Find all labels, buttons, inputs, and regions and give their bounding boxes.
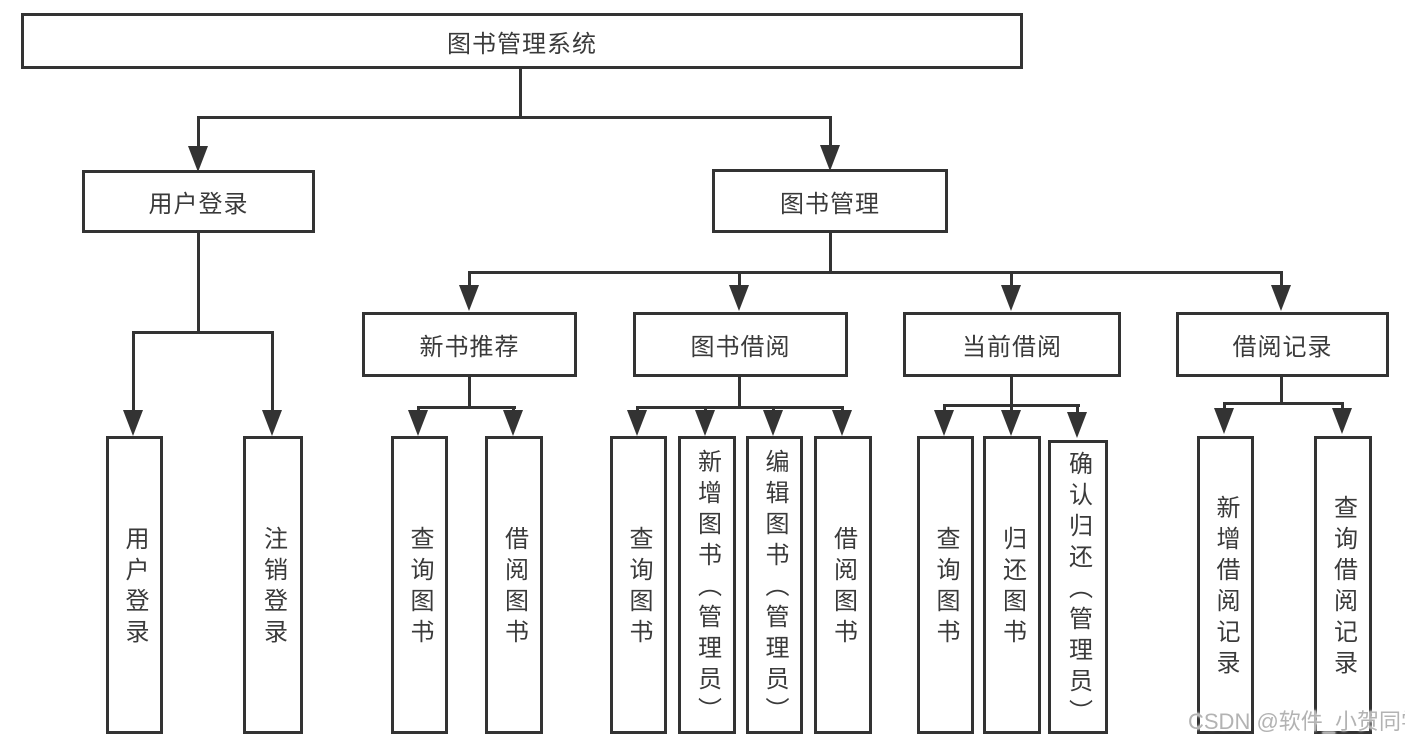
arrowhead-icon [459,285,479,311]
connector-drop-current-borrow [1010,271,1013,286]
node-box-leaf-borrow-book-1: 借阅图书 [485,436,543,734]
arrowhead-icon [1332,408,1352,434]
node-label: 用户登录 [148,191,249,218]
connector-book-borrow-stem [738,377,741,408]
connector-drop-borrow-records [1280,271,1283,286]
node-box-leaf-query-book-1: 查询图书 [391,436,448,734]
node-label: 查询图书 [932,526,959,650]
node-label: 查询借阅记录 [1329,495,1357,681]
node-label: 确认归还（管理员） [1064,450,1092,730]
node-box-leaf-confirm-return-admin: 确认归还（管理员） [1048,440,1108,734]
node-box-book-management: 图书管理 [712,169,948,233]
node-box-leaf-add-book-admin: 新增图书（管理员） [678,436,736,734]
node-box-leaf-user-login: 用户登录 [106,436,163,734]
node-box-leaf-logout: 注销登录 [243,436,303,734]
node-label-root: 图书管理系统 [447,30,597,58]
node-label: 注销登录 [259,526,287,650]
node-box-leaf-edit-book-admin: 编辑图书（管理员） [746,436,803,734]
node-box-leaf-return-book: 归还图书 [983,436,1041,734]
arrowhead-icon [820,145,840,171]
arrowhead-icon [1001,285,1021,311]
node-label: 查询图书 [406,526,433,650]
node-label: 用户登录 [121,526,148,650]
node-box-new-book-recommend: 新书推荐 [362,312,577,377]
csdn-watermark: CSDN @软件_小贺同学 [1188,709,1405,734]
connector-drop-leaf [1341,402,1344,410]
node-box-leaf-query-book-3: 查询图书 [917,436,974,734]
connector-level2-bus [197,116,831,119]
arrowhead-icon [763,410,783,436]
connector-borrow-records-bus [1223,402,1344,405]
arrowhead-icon [729,285,749,311]
connector-book-management-stem [829,233,832,273]
arrowhead-icon [188,146,208,172]
node-box-leaf-query-book-2: 查询图书 [610,436,667,734]
node-box-borrow-records: 借阅记录 [1176,312,1389,377]
connector-drop-leaf [1223,402,1226,410]
arrowhead-icon [123,410,143,436]
arrowhead-icon [1067,412,1087,438]
node-box-leaf-query-borrow-record: 查询借阅记录 [1314,436,1372,734]
arrowhead-icon [262,410,282,436]
arrowhead-icon [1271,285,1291,311]
arrowhead-icon [695,410,715,436]
node-label: 借阅图书 [829,526,857,650]
connector-drop-leaf [271,331,274,411]
node-label: 编辑图书（管理员） [761,448,788,728]
node-box-leaf-borrow-book-2: 借阅图书 [814,436,872,734]
node-box-book-borrow: 图书借阅 [633,312,848,377]
node-label: 新增借阅记录 [1212,495,1239,681]
arrowhead-icon [503,410,523,436]
connector-drop-book-borrow [738,271,741,286]
connector-new-book-stem [468,377,471,408]
node-box-current-borrow: 当前借阅 [903,312,1121,377]
connector-drop-leaf [1076,404,1079,412]
connector-drop-leaf [943,404,946,412]
node-label: 当前借阅 [962,334,1062,361]
node-box-root: 图书管理系统 [21,13,1023,69]
node-box-user-login: 用户登录 [82,170,315,233]
connector-root-stem [519,68,522,117]
node-box-leaf-add-borrow-record: 新增借阅记录 [1197,436,1254,734]
arrowhead-icon [934,410,954,436]
node-label: 图书借阅 [690,334,791,361]
connector-drop-new-book [468,271,471,286]
connector-user-login-stem [197,233,200,333]
node-label: 查询图书 [625,526,652,650]
connector-drop-book-management [829,116,832,147]
node-label: 借阅记录 [1232,334,1333,361]
connector-drop-user-login [197,116,200,148]
node-label: 归还图书 [998,526,1026,650]
connector-current-borrow-stem [1010,377,1013,406]
connector-drop-leaf [132,331,135,411]
connector-level3-bus [469,271,1282,274]
node-label: 图书管理 [780,190,880,218]
connector-borrow-records-stem [1280,377,1283,404]
connector-drop-leaf [1010,404,1013,412]
connector-book-borrow-bus [636,406,844,409]
arrowhead-icon [1001,410,1021,436]
arrowhead-icon [832,410,852,436]
arrowhead-icon [408,410,428,436]
connector-new-book-bus [417,406,516,409]
node-label: 新书推荐 [419,334,520,361]
arrowhead-icon [1214,408,1234,434]
node-label: 新增图书（管理员） [693,448,721,728]
arrowhead-icon [627,410,647,436]
connector-user-login-bus [132,331,274,334]
node-label: 借阅图书 [500,526,528,650]
